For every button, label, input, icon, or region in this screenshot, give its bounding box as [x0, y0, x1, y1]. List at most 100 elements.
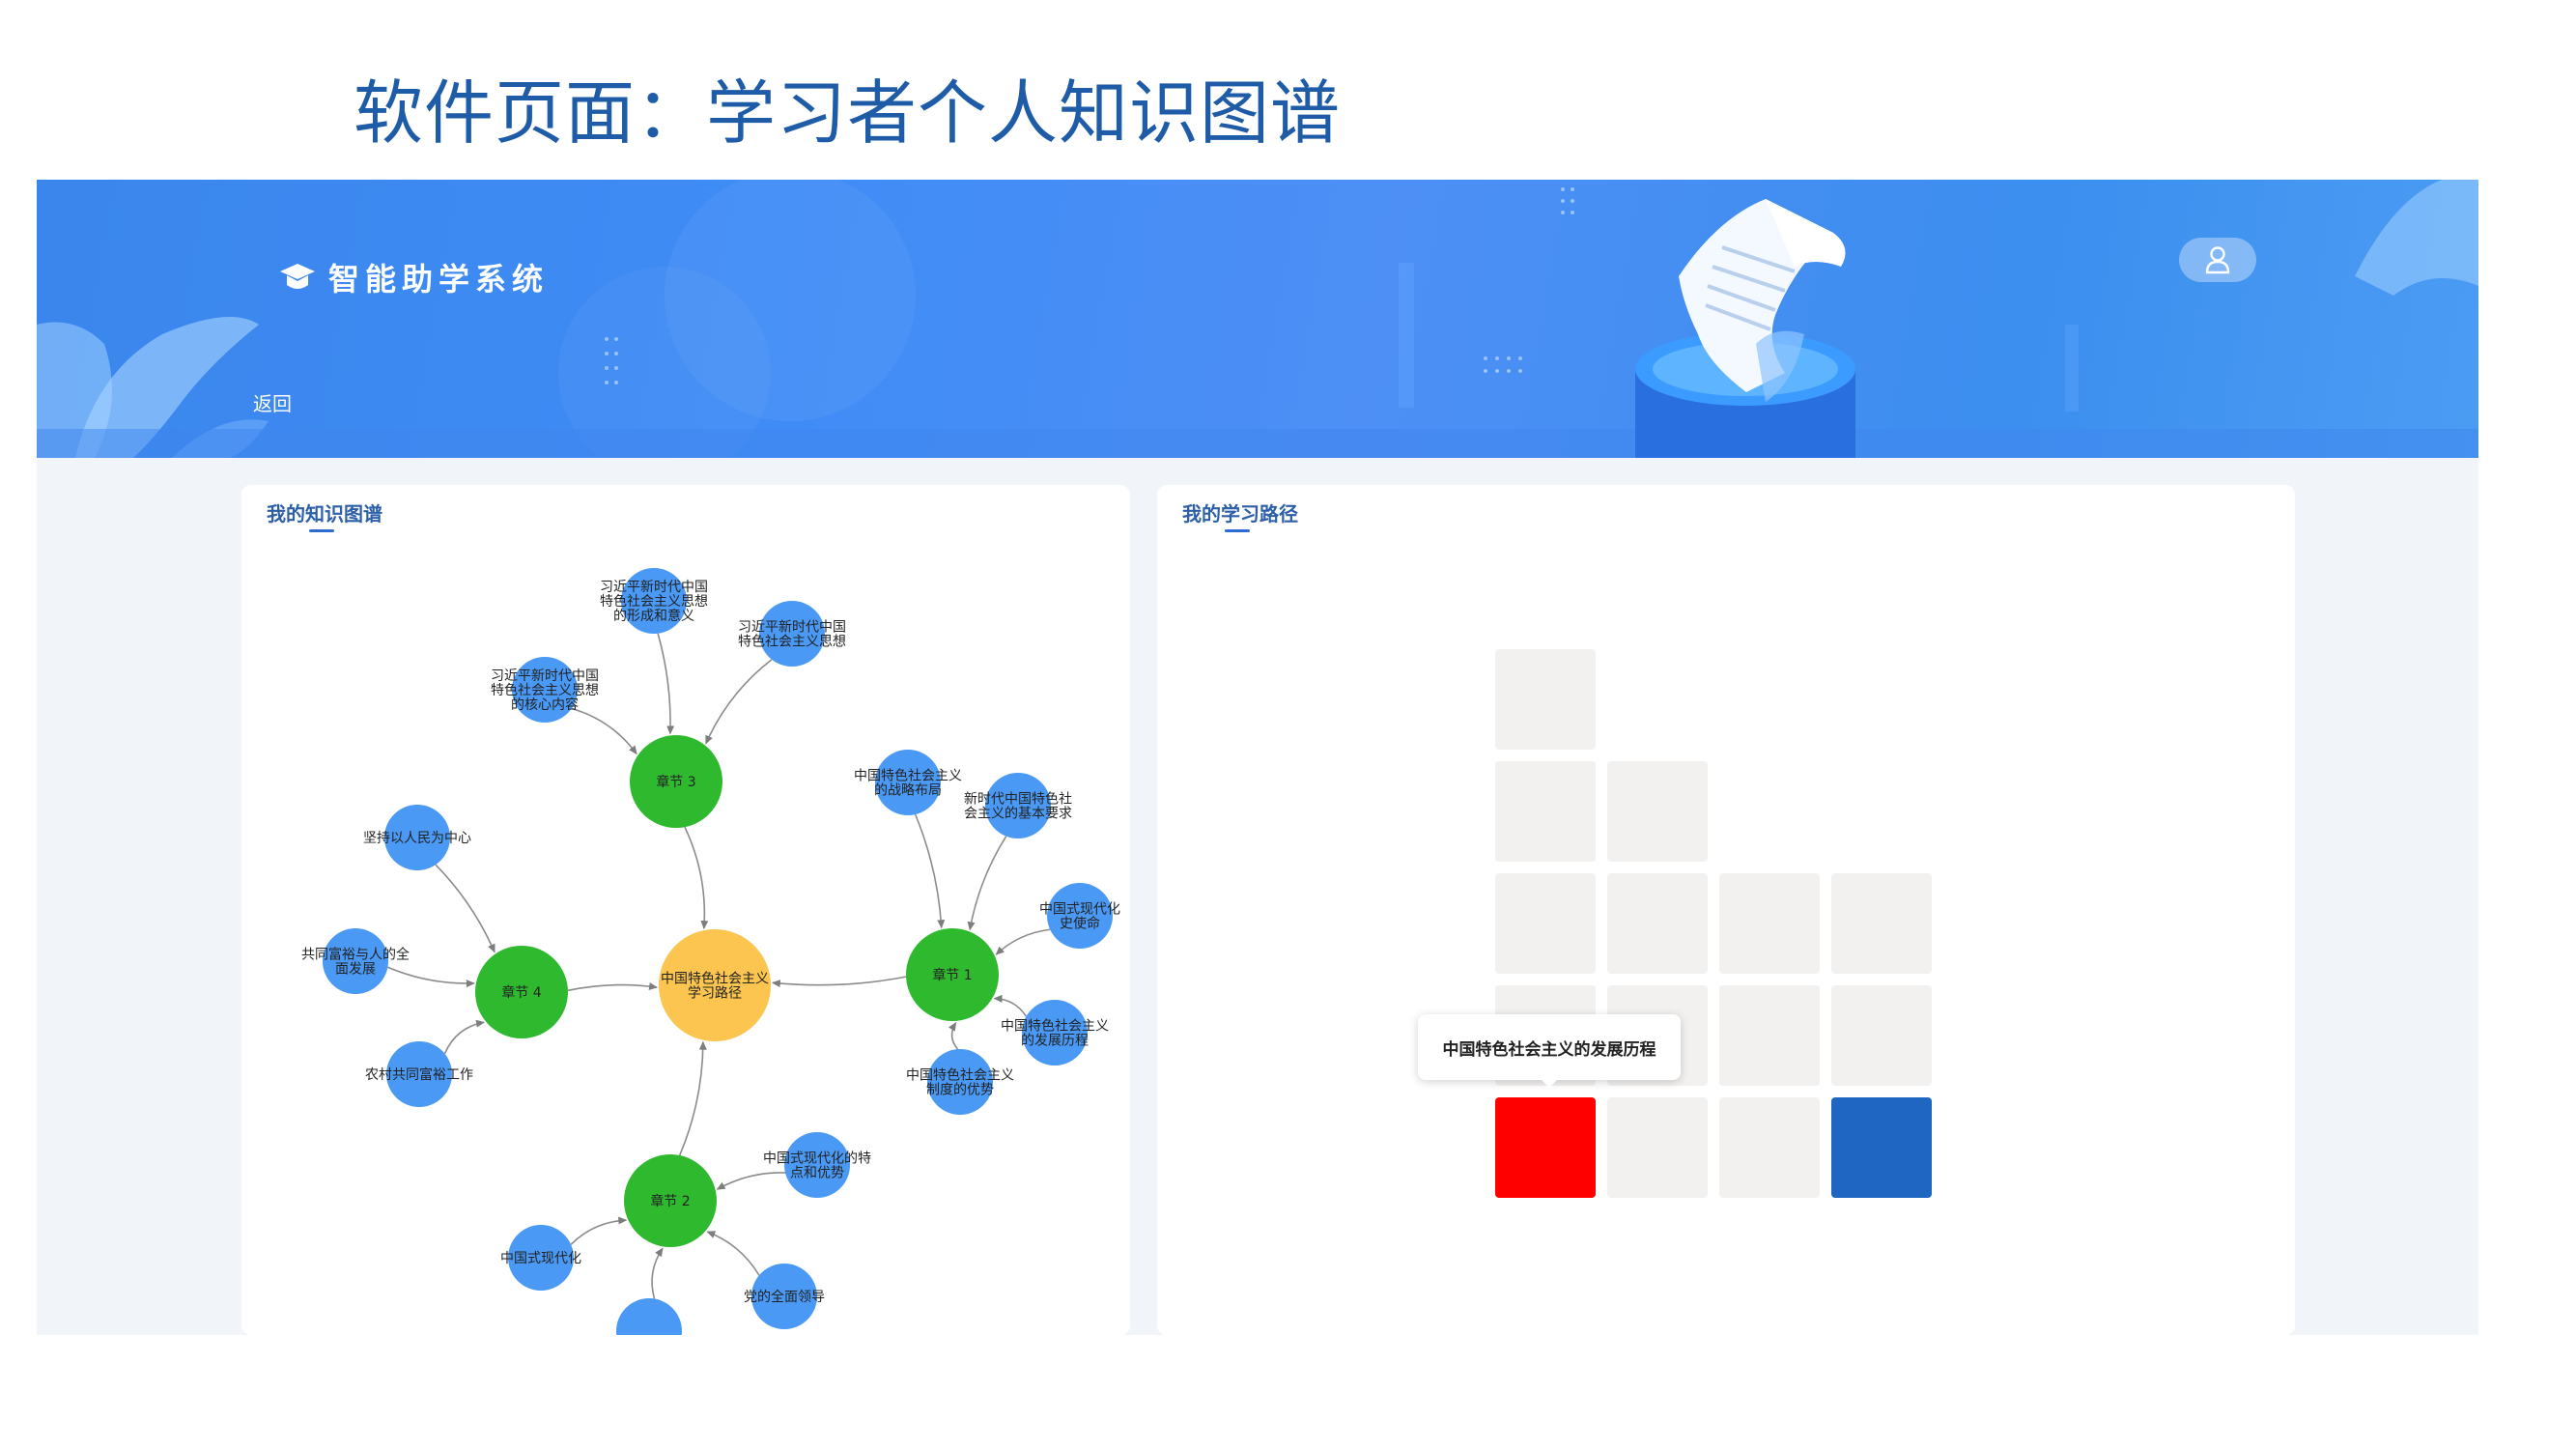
- path-cell[interactable]: [1719, 1097, 1820, 1198]
- learning-path-title: 我的学习路径: [1182, 502, 1298, 526]
- graph-node-circle: [985, 773, 1051, 838]
- user-icon: [2205, 246, 2230, 274]
- graph-edge: [567, 982, 659, 992]
- graph-node-circle: [659, 929, 771, 1041]
- learning-path-panel: 我的学习路径 中国特色社会主义的发展历程: [1157, 485, 2295, 1335]
- path-cell[interactable]: [1719, 985, 1820, 1086]
- graph-edge: [570, 1216, 628, 1245]
- graph-node-label: 习近平新时代中国特色社会主义思想: [738, 619, 846, 649]
- graph-point-node[interactable]: 中国式现代化: [500, 1225, 581, 1291]
- graph-edge: [914, 813, 946, 929]
- graph-point-node[interactable]: 习近平新时代中国特色社会主义思想的形成和意义: [600, 568, 708, 634]
- graph-node-label: 章节 2: [650, 1193, 690, 1209]
- graph-point-node[interactable]: 中国特色社会主义制度的优势: [906, 1049, 1014, 1115]
- app-logo: 智能助学系统: [278, 255, 549, 299]
- knowledge-graph-panel: 我的知识图谱 中国特色社会主义学习路径 章节 3 章节 1 章节 4 章节 2 习近平新时…: [241, 485, 1130, 1335]
- graph-node-label: 坚持以人民为中心: [363, 831, 471, 846]
- knowledge-graph[interactable]: 中国特色社会主义学习路径 章节 3 章节 1 章节 4 章节 2 习近平新时代中国特色社会…: [241, 485, 1130, 1335]
- user-button[interactable]: [2179, 238, 2256, 282]
- graph-center-node[interactable]: 中国特色社会主义学习路径: [659, 929, 771, 1041]
- graph-node-circle: [784, 1132, 850, 1198]
- slide-title: 软件页面：学习者个人知识图谱: [354, 72, 1342, 154]
- graph-edge: [706, 1231, 760, 1276]
- graph-edge: [948, 1022, 959, 1050]
- path-cell[interactable]: [1607, 761, 1708, 862]
- graph-node-label: 中国式现代化: [500, 1251, 581, 1266]
- graph-node-label: 共同富裕与人的全面发展: [301, 946, 410, 977]
- graph-node-circle: [875, 750, 941, 815]
- graph-node-circle: [927, 1049, 993, 1115]
- graph-node-circle: [759, 601, 825, 667]
- graph-node-circle: [384, 805, 450, 870]
- graph-node-circle: [323, 928, 388, 994]
- graph-edge: [387, 966, 475, 988]
- graph-point-node[interactable]: 农村共同富裕工作: [365, 1041, 473, 1107]
- graph-node-label: 中国特色社会主义的战略布局: [854, 767, 962, 798]
- path-cell[interactable]: [1831, 985, 1932, 1086]
- path-cell[interactable]: [1607, 873, 1708, 974]
- back-link[interactable]: 返回: [253, 392, 292, 415]
- graph-point-node[interactable]: 坚持以人民为中心: [363, 805, 471, 870]
- graph-node-circle: [751, 1264, 817, 1329]
- graph-node-circle: [616, 1298, 682, 1335]
- graph-node-label: 习近平新时代中国特色社会主义思想的形成和意义: [600, 580, 708, 624]
- node-tooltip: 中国特色社会主义的发展历程: [1418, 1014, 1681, 1088]
- graph-edge: [684, 826, 709, 930]
- graph-edge: [571, 707, 637, 755]
- path-cell[interactable]: [1495, 649, 1596, 750]
- app-window: 智能助学系统 返回 我的知识图谱 中国特色社会主义学习路径 章节 3 章节 1 章节 …: [37, 180, 2478, 1335]
- graph-node-label: 章节 4: [501, 984, 541, 1001]
- graph-node-circle: [508, 1225, 574, 1291]
- graph-point-node[interactable]: [241, 485, 682, 1335]
- graph-edge: [705, 659, 773, 745]
- graph-edge: [967, 836, 1007, 931]
- header-banner: 智能助学系统 返回: [37, 180, 2478, 458]
- banner-decoration: [37, 180, 2478, 458]
- path-cell[interactable]: [1495, 873, 1596, 974]
- graph-edge: [716, 1172, 785, 1190]
- title-underline: [309, 529, 334, 532]
- app-name: 智能助学系统: [328, 261, 550, 298]
- graph-node-label: 中国特色社会主义学习路径: [661, 970, 769, 1001]
- graph-point-node[interactable]: 新时代中国特色社会主义的基本要求: [964, 773, 1072, 838]
- graph-point-node[interactable]: 共同富裕与人的全面发展: [301, 928, 410, 994]
- graph-node-label: 新时代中国特色社会主义的基本要求: [964, 790, 1072, 821]
- graph-edge: [995, 928, 1051, 955]
- graph-edge: [771, 976, 907, 988]
- path-cell[interactable]: [1495, 761, 1596, 862]
- graph-node-label: 党的全面领导: [744, 1289, 825, 1305]
- graph-node-circle: [630, 735, 722, 828]
- path-cell[interactable]: [1831, 873, 1932, 974]
- graph-node-circle: [386, 1041, 452, 1107]
- graph-node-circle: [512, 657, 578, 723]
- graph-node-label: 中国特色社会主义制度的优势: [906, 1066, 1014, 1097]
- graph-node-circle: [1047, 883, 1113, 949]
- graph-node-label: 中国式现代化的特点和优势: [763, 1151, 871, 1180]
- graph-point-node[interactable]: 党的全面领导: [744, 1264, 825, 1329]
- graph-chapter-node[interactable]: 章节 2: [624, 1154, 717, 1247]
- graph-node-label: 章节 1: [932, 967, 972, 983]
- graph-chapter-node[interactable]: 章节 4: [475, 946, 568, 1038]
- path-cell[interactable]: [1719, 873, 1820, 974]
- path-cell[interactable]: [1607, 1097, 1708, 1198]
- graph-edge: [651, 1247, 664, 1299]
- path-cell-current[interactable]: [1495, 1097, 1596, 1198]
- graph-point-node[interactable]: 中国式现代化史使命: [1039, 883, 1120, 949]
- graph-node-label: 中国特色社会主义的发展历程: [1001, 1017, 1109, 1048]
- graph-chapter-node[interactable]: 章节 3: [630, 735, 722, 828]
- knowledge-graph-title: 我的知识图谱: [267, 502, 382, 526]
- graph-node-label: 章节 3: [656, 774, 695, 790]
- title-underline: [1225, 529, 1250, 532]
- graph-edge: [435, 864, 495, 953]
- graph-point-node[interactable]: 中国特色社会主义的战略布局: [854, 750, 962, 815]
- graph-chapter-node[interactable]: 章节 1: [906, 928, 999, 1021]
- graph-edge: [678, 1040, 707, 1156]
- graph-edge: [443, 1019, 485, 1055]
- path-cell-target[interactable]: [1831, 1097, 1932, 1198]
- graph-point-node[interactable]: 中国特色社会主义的发展历程: [1001, 1000, 1109, 1065]
- graph-point-node[interactable]: 中国式现代化的特点和优势: [763, 1132, 871, 1198]
- graph-point-node[interactable]: 习近平新时代中国特色社会主义思想: [738, 601, 846, 667]
- graph-edge: [657, 633, 675, 735]
- graph-point-node[interactable]: 习近平新时代中国特色社会主义思想的核心内容: [491, 657, 599, 723]
- graph-node-circle: [621, 568, 687, 634]
